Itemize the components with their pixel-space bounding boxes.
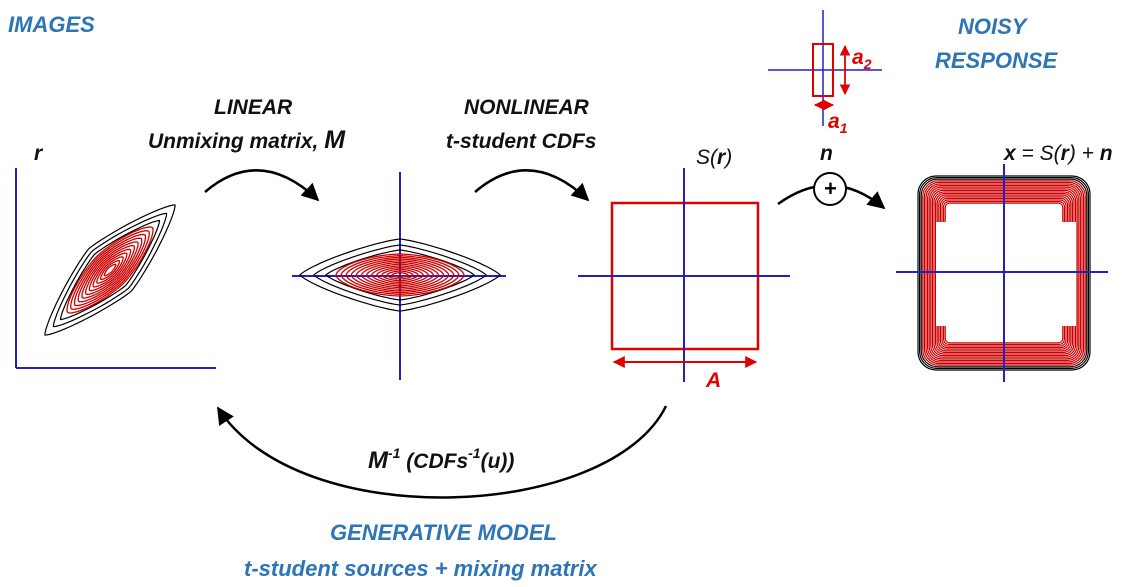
contour-line: [335, 253, 465, 297]
contour-line: [99, 259, 121, 281]
contour-line: [103, 263, 117, 277]
generative-label-line1: GENERATIVE MODEL: [330, 520, 557, 545]
nonlinear-label-line1: NONLINEAR: [464, 96, 590, 119]
a2-label: a2: [852, 46, 872, 72]
nonlinear-label-line2: t-student CDFs: [446, 130, 597, 153]
noisy-label-line2: RESPONSE: [935, 48, 1059, 73]
contour-line: [73, 233, 147, 307]
contour-line: [386, 270, 414, 280]
contour-line: [59, 219, 161, 321]
contour-line: [92, 252, 128, 288]
inverse-label: M-1 (CDFs-1(u)): [368, 445, 514, 474]
adder-plus: +: [824, 176, 837, 201]
noisy-inner-hole: [936, 222, 1076, 326]
contour-line: [371, 265, 429, 285]
contour-line: [96, 256, 124, 284]
generative-label-line2: t-student sources + mixing matrix: [244, 556, 597, 581]
equation-label: x = S(r) + n: [1003, 142, 1113, 165]
contour-line: [340, 255, 460, 295]
panel-noisy: [896, 164, 1108, 382]
noisy-label-line1: NOISY: [958, 14, 1029, 39]
panel-response: [578, 168, 790, 382]
generative-arrow: [216, 405, 668, 499]
contour-line: [350, 258, 450, 292]
contour-line: [88, 248, 132, 292]
image-contours: [44, 204, 176, 336]
a1-label: a1: [828, 110, 848, 136]
source-contours: [299, 238, 501, 312]
s-of-r-label: S(r): [696, 146, 732, 169]
contour-line: [391, 272, 409, 278]
contour-line: [70, 230, 150, 310]
r-label: r: [34, 142, 44, 165]
panel-sources: [292, 172, 506, 380]
contour-line: [313, 244, 487, 306]
contour-line: [381, 268, 419, 282]
adder-circle: [813, 172, 847, 206]
noise-rectangle: [812, 43, 834, 97]
contour-line: [85, 245, 135, 295]
arrow-linear: [204, 169, 320, 202]
contour-line: [325, 249, 475, 301]
panel-images: [15, 168, 216, 369]
linear-label-line2: Unmixing matrix, M: [148, 126, 346, 154]
A-label: A: [705, 369, 721, 392]
contour-line: [44, 204, 176, 336]
contour-line: [365, 263, 435, 287]
linear-label-line1: LINEAR: [214, 96, 293, 119]
contour-line: [355, 260, 445, 290]
contour-line: [376, 266, 424, 284]
contour-line: [81, 241, 139, 299]
contour-line: [360, 261, 440, 289]
contour-line: [345, 256, 455, 294]
n-label: n: [820, 142, 833, 165]
arrow-nonlinear: [474, 169, 590, 202]
contour-line: [77, 237, 143, 303]
noise-box: [768, 10, 882, 126]
contour-line: [66, 226, 154, 314]
images-label: IMAGES: [8, 12, 95, 37]
contour-line: [52, 212, 168, 328]
contour-line: [299, 238, 501, 312]
